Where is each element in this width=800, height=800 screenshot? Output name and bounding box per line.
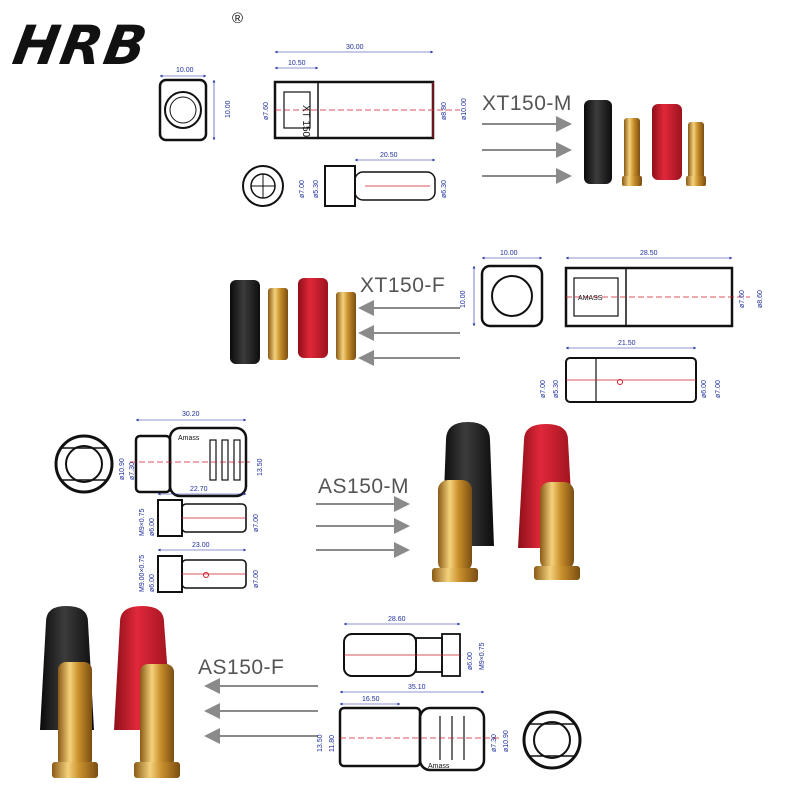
xt150f-dim-pin-d4: ø7.00 [715, 380, 722, 398]
as150m-dim-pin2-d1: M9.00×0.75 [139, 555, 146, 592]
as150f-product-photo [40, 606, 180, 778]
xt150m-side-view [273, 50, 460, 140]
xt150m-dim-pin-len: 20.50 [380, 152, 398, 159]
xt150m-dim-len-total: 30.00 [346, 44, 364, 51]
xt150m-dim-end-w: 10.00 [176, 67, 194, 74]
xt150f-dim-pin-d1: ø7.00 [540, 380, 547, 398]
xt150m-product-photo [584, 100, 706, 186]
xt150m-pin-end-view [242, 165, 284, 207]
as150m-dim-pin1-d1: M9×0.75 [139, 508, 146, 536]
xt150f-dim-body-d2: ø8.60 [757, 290, 764, 308]
as150f-side-view [338, 690, 500, 772]
xt150m-end-view [158, 74, 216, 142]
xt150f-end-view [472, 256, 544, 328]
xt150f-dim-end-w: 10.00 [500, 250, 518, 257]
xt150m-section: 10.00 10.00 30.00 10.50 XT 150 ø7.60 ø8.… [158, 44, 706, 207]
registered-mark: ® [232, 10, 244, 27]
as150m-end-view [54, 434, 114, 494]
xt150f-body-text: AMASS [578, 295, 603, 302]
as150m-dim-pin2-d2: ø6.00 [149, 574, 156, 592]
as150m-dim-len-total: 30.20 [182, 411, 200, 418]
as150m-dim-body-h: 13.50 [257, 458, 264, 476]
as150m-dim-pin2-d3: ø7.00 [253, 570, 260, 588]
as150m-dim-pin1-d2: ø6.00 [149, 518, 156, 536]
as150f-dim-body-d1: ø7.30 [491, 734, 498, 752]
as150m-arrows [316, 496, 410, 558]
as150m-body-text: Amass [178, 435, 200, 442]
xt150f-pin-side-view [565, 346, 697, 403]
as150m-pin2-side-view [157, 548, 247, 593]
xt150f-section: 10.00 10.00 28.50 AMASS ø7.60 ø8.60 [230, 250, 764, 403]
xt150m-dim-body-d2: ø8.80 [441, 102, 448, 120]
xt150f-dim-pin-len: 21.50 [618, 340, 636, 347]
as150m-dim-pin1-len: 22.70 [190, 486, 208, 493]
as150f-end-view [522, 710, 582, 770]
as150f-body-text: Amass [428, 763, 450, 770]
xt150m-dim-body-d3: ø10.00 [461, 98, 468, 120]
as150f-arrows [204, 678, 318, 744]
as150m-section: 30.20 Amass ø10.90 ø7.30 13.50 22.70 M9×… [54, 411, 580, 593]
xt150m-dim-body-d1: ø7.60 [263, 102, 270, 120]
as150f-pin-side-view [343, 622, 461, 677]
as150f-dim-body-h1: 13.50 [317, 734, 324, 752]
xt150f-dim-pin-d2: ø5.30 [553, 380, 560, 398]
as150f-dim-body-h2: 11.80 [329, 735, 336, 752]
as150m-dim-body-d2: ø7.30 [129, 462, 136, 480]
as150m-pin1-side-view [157, 492, 247, 537]
label-as150m: AS150-M [318, 475, 410, 498]
xt150m-body-text: XT 150 [300, 105, 311, 137]
xt150m-dim-end-h: 10.00 [225, 100, 232, 118]
label-xt150f: XT150-F [360, 274, 446, 297]
xt150m-pin-side-view [324, 158, 436, 207]
as150f-dim-pin-d2: M9×0.75 [479, 642, 486, 670]
as150f-dim-len-total: 35.10 [408, 684, 426, 691]
as150m-dim-pin1-d3: ø7.00 [253, 514, 260, 532]
as150f-dim-body-d2: ø10.90 [503, 730, 510, 752]
as150m-side-view [130, 418, 250, 498]
xt150f-dim-pin-d3: ø6.00 [701, 380, 708, 398]
xt150m-dim-len-short: 10.50 [288, 60, 306, 67]
as150m-dim-pin2-len: 23.00 [192, 542, 210, 549]
as150f-dim-pin-d1: ø6.00 [467, 652, 474, 670]
xt150f-dim-end-h: 10.00 [460, 290, 467, 308]
as150m-product-photo [432, 422, 580, 582]
xt150f-dim-body-d1: ø7.60 [739, 290, 746, 308]
as150f-dim-len-short: 16.50 [362, 696, 380, 703]
xt150f-product-photo [230, 278, 356, 364]
label-xt150m: XT150-M [482, 92, 572, 115]
xt150f-side-view [564, 256, 750, 328]
xt150m-arrows [482, 116, 572, 184]
xt150m-dim-pin-d1: ø7.00 [299, 180, 306, 198]
xt150m-dim-pin-d3: ø6.30 [441, 180, 448, 198]
xt150f-dim-len-total: 28.50 [640, 250, 658, 257]
as150m-dim-body-d1: ø10.90 [119, 458, 126, 480]
label-as150f: AS150-F [198, 656, 285, 679]
as150f-section: 28.60 ø6.00 M9×0.75 35.10 16.50 13.50 11… [40, 606, 582, 778]
xt150m-dim-pin-d2: ø5.30 [313, 180, 320, 198]
xt150f-arrows [358, 300, 460, 366]
as150f-dim-pin-len: 28.60 [388, 616, 406, 623]
